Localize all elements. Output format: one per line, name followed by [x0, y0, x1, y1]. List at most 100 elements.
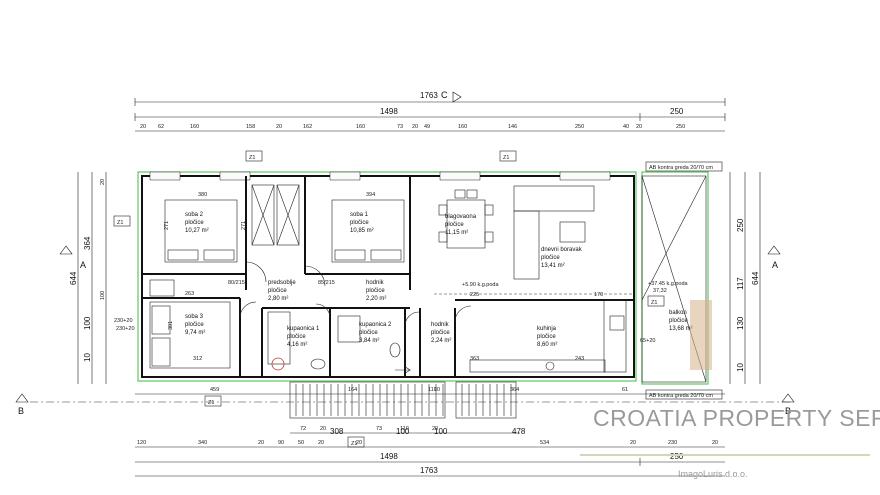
bottom-dim: 72	[300, 426, 306, 432]
bottom-dim: 10	[434, 387, 440, 393]
balcony-outline	[641, 175, 707, 383]
door-swing-icon	[304, 265, 326, 287]
bed-icon	[164, 199, 238, 263]
inner-dim: 312	[193, 356, 202, 362]
left-dim: 100	[100, 291, 106, 300]
left-dim: 100	[83, 316, 92, 330]
section-arrow-icon	[15, 393, 29, 403]
right-dimension-chain: 644 250 117 130 10 A	[729, 172, 781, 384]
level-note-2: +37.45 k.g.poda	[648, 281, 689, 287]
left-dim: 20	[100, 179, 106, 185]
right-dim: 250	[736, 218, 745, 232]
inner-dim: 394	[366, 192, 375, 198]
level-note-1: +5.90 k.g.poda	[462, 282, 499, 288]
room-name: balkon	[669, 310, 687, 316]
room-floor: pločice	[431, 330, 450, 336]
kitchen-counter	[469, 359, 606, 373]
inner-dim: 170	[594, 292, 603, 298]
section-line-b: B B	[15, 393, 795, 416]
z-tag: Z1	[503, 155, 509, 161]
section-arrow-icon	[452, 91, 462, 103]
inner-dim: 380	[198, 192, 207, 198]
left-dim: 10	[83, 353, 92, 362]
left-dim: 644	[69, 271, 78, 285]
door-swing-icon	[239, 301, 257, 319]
z-tag: Z1	[208, 400, 214, 406]
left-dimension-chain: 644 364 100 10 20 100 230+20 A	[59, 172, 133, 384]
room-area: 10,27 m²	[185, 228, 209, 234]
top-dim-segment: 160	[458, 124, 467, 130]
bottom-dim-250: 250	[670, 452, 684, 461]
bottom-dim: 20	[320, 426, 326, 432]
room-name: soba 2	[185, 212, 204, 218]
right-dim: 10	[736, 363, 745, 372]
furniture	[149, 184, 627, 373]
bottom-dim: 340	[198, 440, 207, 446]
bottom-dim: 90	[278, 440, 284, 446]
bottom-dim: 20	[318, 440, 324, 446]
room-name: hodnik	[366, 280, 385, 286]
bottom-dim: 230	[668, 440, 677, 446]
inner-dim: 243	[575, 356, 584, 362]
bottom-dim: 20	[356, 440, 362, 446]
bottom-dim: 61	[622, 387, 628, 393]
dining-table-icon	[446, 199, 486, 249]
room-floor: pločice	[541, 255, 560, 261]
entrance-stairs	[289, 365, 517, 419]
room-area: 9,74 m²	[185, 330, 205, 336]
room-area: 3,84 m²	[359, 338, 379, 344]
door-swing-icon	[404, 311, 420, 327]
z-tag-box	[245, 150, 263, 162]
z-tag-box	[113, 215, 131, 227]
top-total-dim: 1763	[420, 91, 438, 100]
top-dim-segment: 62	[158, 124, 164, 130]
sofa-icon	[513, 185, 595, 212]
room-name: predsoblje	[268, 280, 296, 286]
room-floor: pločice	[537, 334, 556, 340]
building-walls	[137, 171, 709, 385]
section-arrow-icon	[59, 245, 73, 255]
room-floor: pločice	[185, 220, 204, 226]
top-dim-segment: 158	[246, 124, 255, 130]
right-dim: 130	[736, 316, 745, 330]
watermark: CROATIA PROPERTY SERVICE ImagoLuris d.o.…	[580, 300, 880, 479]
top-dim-segment: 20	[412, 124, 418, 130]
top-dim-segment: 250	[676, 124, 685, 130]
z-tag: Z1	[249, 155, 255, 161]
section-marker-c: C	[441, 90, 448, 100]
left-dim: 230+20	[114, 318, 133, 324]
toilet-icon	[389, 342, 401, 358]
ab-beam-note-bottom: AB kontra greda 20/70 cm	[649, 393, 713, 399]
room-area: 11,15 m²	[445, 230, 468, 236]
doors	[239, 261, 472, 327]
room-name: blagovaona	[445, 214, 477, 220]
room-area: 8,60 m²	[537, 342, 557, 348]
top-dim-segment: 73	[397, 124, 403, 130]
left-dim: 364	[83, 236, 92, 250]
inner-dim: 271	[164, 221, 170, 230]
room-floor: pločice	[669, 318, 688, 324]
inner-dim: 263	[185, 291, 194, 297]
top-dim-segment: 49	[424, 124, 430, 130]
top-dim-1498: 1498	[380, 107, 398, 116]
bottom-dim: 110	[428, 387, 437, 393]
top-dim-segment: 160	[190, 124, 199, 130]
door-size-2: 85/215	[318, 280, 335, 286]
room-floor: pločice	[445, 222, 464, 228]
bottom-dim: 364	[510, 387, 519, 393]
ab-beam-note-top: AB kontra greda 20/70 cm	[649, 165, 713, 171]
room-floor: pločice	[287, 334, 306, 340]
z-tag: Z1	[117, 220, 123, 226]
top-dim-segment: 250	[575, 124, 584, 130]
room-name: kupaonica 1	[287, 326, 320, 332]
z-tag-box	[647, 295, 665, 307]
room-floor: pločice	[185, 322, 204, 328]
top-dim-segment: 20	[276, 124, 282, 130]
door-size-1: 80/215	[228, 280, 245, 286]
bottom-dim: 100	[396, 427, 410, 436]
entrance-arrow-icon	[395, 365, 411, 375]
area-tag: 37,32	[653, 288, 667, 294]
bottom-dim: 308	[330, 427, 344, 436]
sink-icon	[310, 358, 326, 370]
